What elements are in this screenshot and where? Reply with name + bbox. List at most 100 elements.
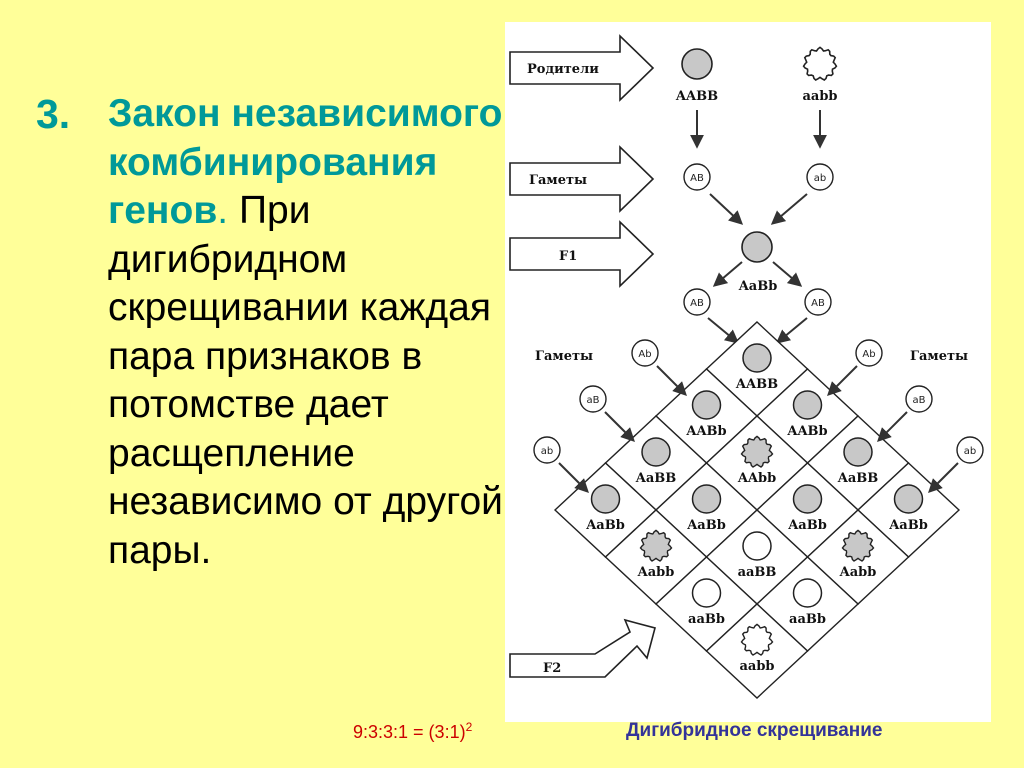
gamete-label: Ab: [638, 349, 651, 360]
seed-wrinkled: [841, 529, 875, 562]
seed-gray: [641, 437, 671, 467]
gamete-circle: [905, 385, 933, 413]
gamete-circle: [631, 339, 659, 367]
seed-wrinkled: [740, 435, 774, 468]
law-body: При дигибридном скрещивании каждая пара …: [108, 189, 503, 572]
gamete-label: ab: [541, 446, 553, 457]
ratio-formula: 9:3:3:1 = (3:1)2: [353, 720, 472, 743]
side-gametes: Ab aB ab Ab aB ab: [533, 339, 984, 493]
seed-gray: [691, 484, 722, 514]
arrow-f1-gamete-left-grid: [707, 317, 740, 344]
seed-gray: [792, 484, 823, 514]
seed-gray: [742, 343, 772, 373]
grid-cell-genotype: AaBB: [635, 471, 677, 486]
gamete-circle: [956, 436, 984, 464]
side-gametes-right-label: Гаметы: [910, 349, 968, 364]
grid-cell-genotype: Aabb: [637, 565, 675, 580]
seed-gray: [590, 484, 621, 514]
left-gamete-2: ab: [533, 436, 561, 464]
grid-cell: aabb: [705, 603, 809, 699]
stage-arrow-f2: F2: [509, 618, 656, 678]
gamete-circle: [533, 436, 561, 464]
grid-cell-genotype: aabb: [739, 659, 774, 674]
stage-label-f1: F1: [559, 249, 577, 264]
gamete-right: [806, 163, 834, 191]
law-title-dot: .: [217, 189, 229, 232]
gamete-label: aB: [913, 395, 926, 406]
bullet-number: 3.: [36, 91, 71, 137]
f1-cell: [741, 231, 773, 263]
grid-cell-genotype: AABb: [685, 424, 726, 439]
left-gamete-0: Ab: [631, 339, 659, 367]
f1-gamete-right: [804, 288, 832, 316]
seed-white: [691, 578, 722, 608]
parent-left-genotype: AABB: [675, 89, 718, 104]
gamete-circle: [855, 339, 883, 367]
left-gamete-1: aB: [579, 385, 607, 413]
dihybrid-cross-diagram: Родители Гаметы F1 F2 AABB aabb: [505, 22, 991, 722]
arrow-right-gamete-1: [877, 411, 908, 442]
f1-gamete-left-label: AB: [690, 298, 704, 309]
f1-genotype: AaBb: [738, 279, 778, 294]
f1-gamete-right-label: AB: [811, 298, 825, 309]
law-title: Закон независимого комбинирования генов: [108, 92, 503, 232]
parent-right-cell: [802, 46, 838, 81]
text-block: 3. Закон независимого комбинирования ген…: [0, 0, 503, 700]
arrow-right-gamete-2: [928, 462, 959, 493]
grid-cell-genotype: aaBb: [789, 612, 826, 627]
seed-wrinkled: [639, 529, 673, 562]
arrow-gamete-left-f1: [709, 193, 744, 225]
grid-cell-genotype: AABb: [786, 424, 827, 439]
seed-white: [792, 578, 823, 608]
ratio-text: 9:3:3:1 = (3:1): [353, 722, 466, 742]
seed-gray: [893, 484, 924, 514]
parent-right-genotype: aabb: [802, 89, 837, 104]
stage-arrow-gametes: Гаметы: [509, 145, 655, 213]
gamete-label: ab: [964, 446, 976, 457]
seed-gray: [691, 390, 722, 420]
arrow-right-gamete-0: [827, 365, 858, 396]
seed-gray: [843, 437, 873, 467]
arrow-left-gamete-1: [604, 411, 635, 442]
gamete-right-label: ab: [814, 173, 826, 184]
grid-cell-genotype: AABB: [735, 377, 778, 392]
ratio-exponent: 2: [465, 720, 473, 734]
grid-cell-genotype: AaBb: [686, 518, 726, 533]
law-description: Закон независимого комбинирования генов.…: [108, 90, 503, 575]
diagram-caption: Дигибридное скрещивание: [626, 720, 883, 741]
parent-left-cell: [681, 48, 713, 80]
grid-cell-genotype: aaBb: [688, 612, 725, 627]
seed-gray: [792, 390, 823, 420]
stage-arrow-f1: F1: [509, 220, 655, 288]
grid-cell-genotype: AaBb: [888, 518, 928, 533]
grid-cell-genotype: AaBb: [787, 518, 827, 533]
stage-label-gametes: Гаметы: [529, 173, 587, 188]
arrow-left-gamete-2: [558, 462, 589, 493]
gamete-label: Ab: [862, 349, 875, 360]
right-gamete-0: Ab: [855, 339, 883, 367]
grid-cell-genotype: Aabb: [839, 565, 877, 580]
stage-arrow-parents: Родители: [509, 34, 655, 102]
right-gamete-1: aB: [905, 385, 933, 413]
grid-cell-genotype: AaBb: [585, 518, 625, 533]
arrow-gamete-right-f1: [770, 193, 808, 225]
stage-label-f2: F2: [543, 661, 561, 676]
arrow-f1-right: [772, 261, 803, 287]
grid-cell-genotype: AaBB: [837, 471, 879, 486]
seed-white-wrinkled: [740, 623, 774, 656]
stage-label-parents: Родители: [527, 62, 599, 77]
grid-cell-genotype: aaBB: [738, 565, 777, 580]
gamete-label: aB: [587, 395, 600, 406]
arrow-f1-gamete-right-grid: [775, 317, 808, 344]
gamete-left-label: AB: [690, 173, 704, 184]
gamete-left: [683, 163, 711, 191]
arrow-f1-left: [712, 261, 743, 287]
right-gamete-2: ab: [956, 436, 984, 464]
side-gametes-left-label: Гаметы: [535, 349, 593, 364]
diagram-svg: Родители Гаметы F1 F2 AABB aabb: [509, 34, 984, 699]
f1-gamete-left: [683, 288, 711, 316]
grid-cell-genotype: AAbb: [737, 471, 776, 486]
gamete-circle: [579, 385, 607, 413]
